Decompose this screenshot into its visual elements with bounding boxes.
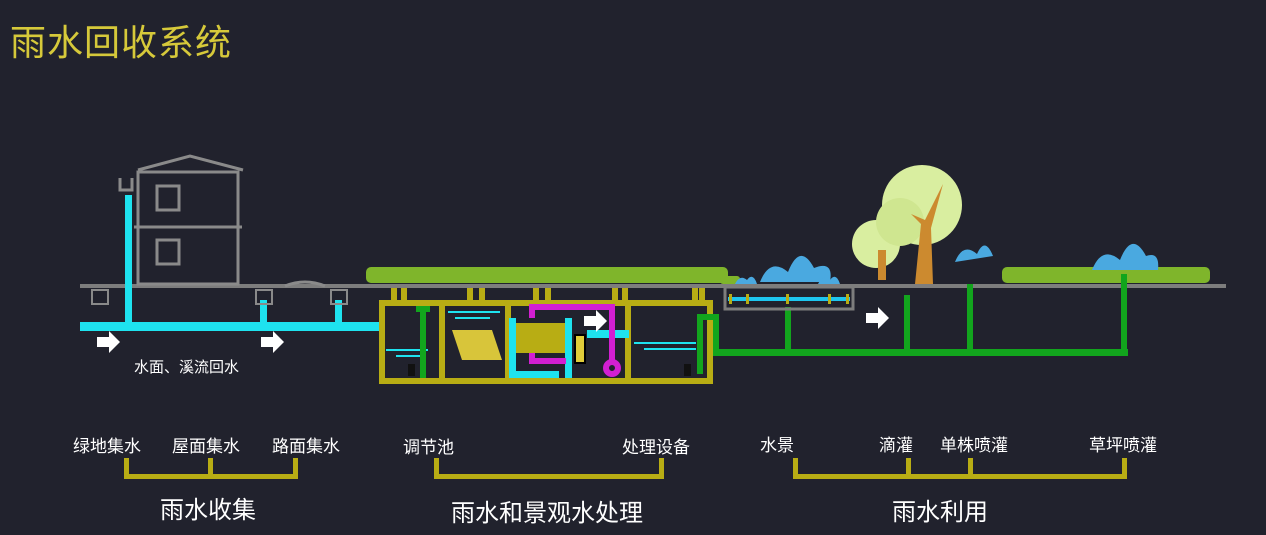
item-treatment-equipment: 处理设备 [622,438,690,458]
irrigation-pipes [697,274,1128,374]
grass-icon [366,267,1210,284]
item-lawn-sprinkler: 草坪喷灌 [1089,436,1157,456]
page-title: 雨水回收系统 [10,23,233,64]
drain-boxes [91,289,348,305]
item-drip-irrigation: 滴灌 [879,436,913,456]
item-green-space-collection: 绿地集水 [73,437,141,457]
item-roof-collection: 屋面集水 [172,437,240,457]
item-water-feature: 水景 [760,436,794,456]
flow-note: 水面、溪流回水 [134,358,240,376]
group-brackets [124,458,1127,479]
group-label-treatment: 雨水和景观水处理 [451,499,643,527]
house-icon [118,154,326,288]
item-regulating-pool: 调节池 [403,438,454,458]
tree-icon [852,165,962,284]
ground-line [80,284,1226,288]
group-label-utilization: 雨水利用 [892,498,988,526]
group-label-collection: 雨水收集 [160,496,256,524]
collection-pipes [80,195,382,331]
water-feature-pond [723,285,855,311]
item-single-plant-sprinkler: 单株喷灌 [940,436,1008,456]
filter-media [452,330,502,360]
fountain-icon [735,243,1159,284]
item-road-collection: 路面集水 [272,437,340,457]
flow-arrow-icon [97,307,889,353]
treatment-tank [379,288,713,384]
